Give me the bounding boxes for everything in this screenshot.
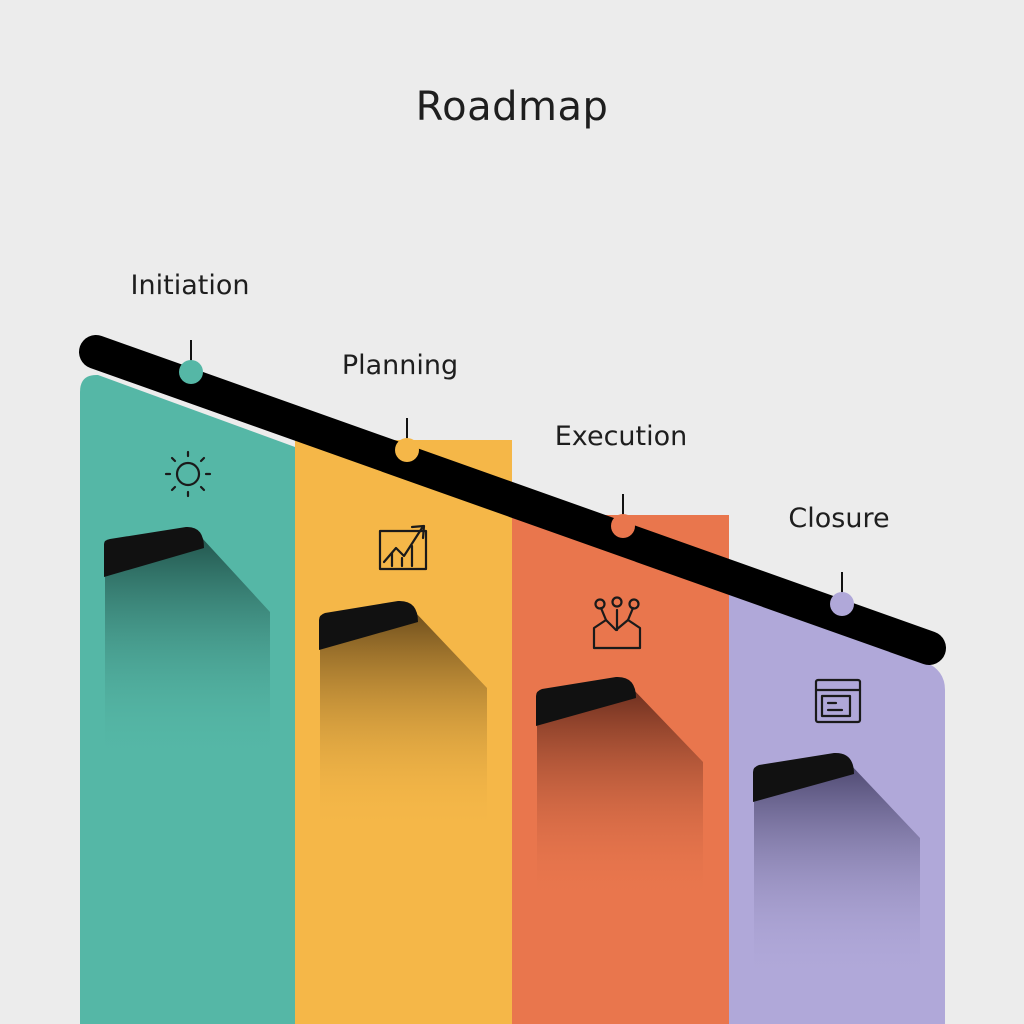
page-title: Roadmap <box>415 84 609 130</box>
phase-card-initiation <box>104 526 270 760</box>
milestone-execution <box>611 494 635 538</box>
phase-card-planning <box>319 600 487 830</box>
milestone-planning <box>395 418 419 462</box>
phase-card-closure <box>753 752 920 980</box>
timeline-bar <box>79 335 946 665</box>
milestone-initiation <box>179 340 203 384</box>
phase-label-execution: Execution <box>554 421 688 452</box>
phase-card-execution <box>536 676 703 900</box>
phase-label-initiation: Initiation <box>130 270 250 301</box>
phase-label-planning: Planning <box>341 350 459 381</box>
branching-process-icon <box>592 596 642 650</box>
milestone-closure <box>830 572 854 616</box>
document-icon <box>814 678 862 724</box>
growth-chart-icon <box>378 524 428 571</box>
phase-label-closure: Closure <box>788 503 890 534</box>
sun-icon <box>164 450 212 498</box>
